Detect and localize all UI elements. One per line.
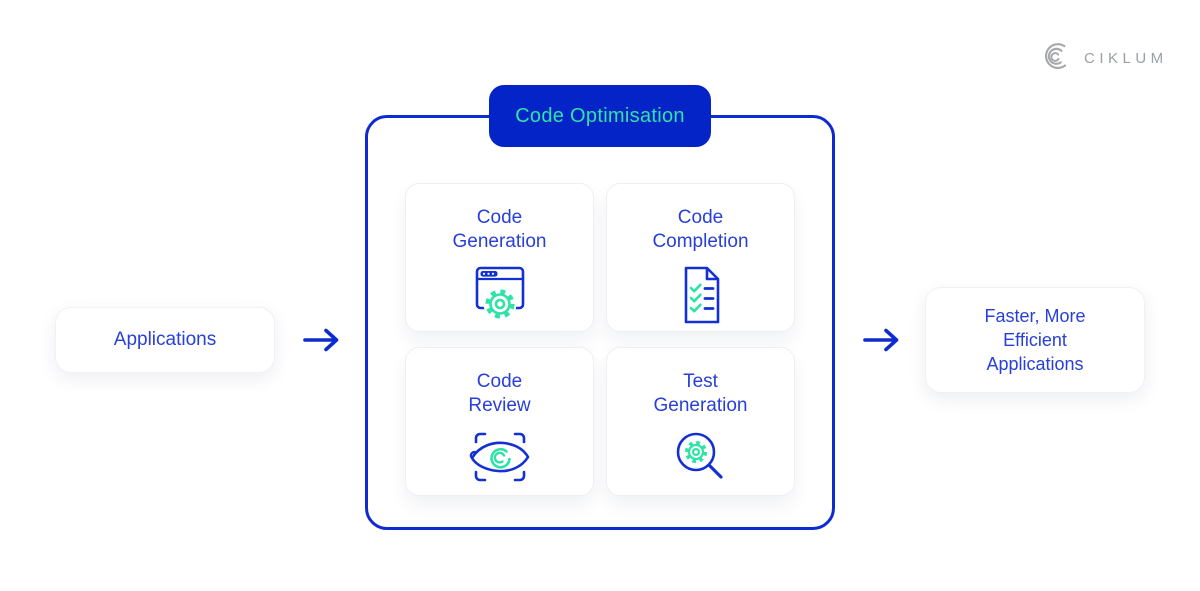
right-arrow-icon	[302, 326, 342, 354]
magnifier-gear-icon	[668, 428, 734, 493]
test-generation-card: Test Generation	[606, 347, 795, 496]
applications-box: Applications	[55, 307, 275, 373]
code-generation-label: Code Generation	[452, 207, 547, 252]
ciklum-arcs-icon	[1036, 38, 1074, 79]
ciklum-logo-text: CIKLUM	[1084, 50, 1168, 67]
ciklum-logo: CIKLUM	[1036, 38, 1168, 79]
eye-scan-icon	[464, 428, 536, 491]
result-box: Faster, More Efficient Applications	[925, 287, 1145, 393]
code-review-card: Code Review	[405, 347, 594, 496]
browser-gear-icon	[467, 264, 533, 331]
applications-label: Applications	[113, 329, 217, 350]
checklist-document-icon	[668, 264, 734, 331]
right-arrow-icon	[862, 326, 902, 354]
code-generation-card: Code Generation	[405, 183, 594, 332]
code-optimisation-title: Code Optimisation	[515, 104, 685, 127]
code-review-label: Code Review	[468, 371, 531, 416]
code-completion-label: Code Completion	[652, 207, 749, 252]
result-label: Faster, More Efficient Applications	[984, 306, 1086, 374]
test-generation-label: Test Generation	[653, 371, 748, 416]
code-optimisation-badge: Code Optimisation	[489, 85, 711, 147]
code-completion-card: Code Completion	[606, 183, 795, 332]
